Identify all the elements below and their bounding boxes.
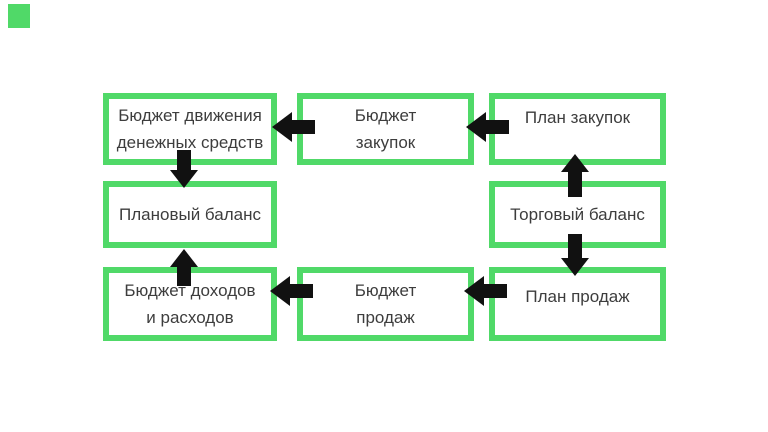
arrow-left-icon — [466, 112, 486, 142]
box-budget-zakupok: Бюджет закупок — [297, 93, 474, 165]
box-label: Торговый баланс — [510, 205, 645, 224]
arrow-down-icon — [561, 258, 589, 276]
box-planovyy-balans: Плановый баланс — [103, 181, 277, 248]
box-budget-prodazh: Бюджет продаж — [297, 267, 474, 341]
box-label: Плановый баланс — [119, 205, 261, 224]
box-label: Бюджет продаж — [354, 281, 417, 327]
box-label: План продаж — [525, 286, 630, 306]
arrow-up-icon — [170, 249, 198, 267]
box-label: Бюджет доходов и расходов — [124, 281, 256, 327]
arrow-down-icon — [170, 170, 198, 188]
box-plan-prodazh: План продаж — [489, 267, 666, 341]
box-label: План закупок — [524, 107, 631, 127]
box-label: Бюджет закупок — [354, 106, 417, 152]
arrow-left-icon — [464, 276, 484, 306]
green-corner-square — [8, 4, 30, 28]
arrow-left-icon — [270, 276, 290, 306]
arrow-up-icon — [561, 154, 589, 172]
arrow-left-icon — [272, 112, 292, 142]
box-label: Бюджет движения денежных средств — [116, 106, 264, 152]
